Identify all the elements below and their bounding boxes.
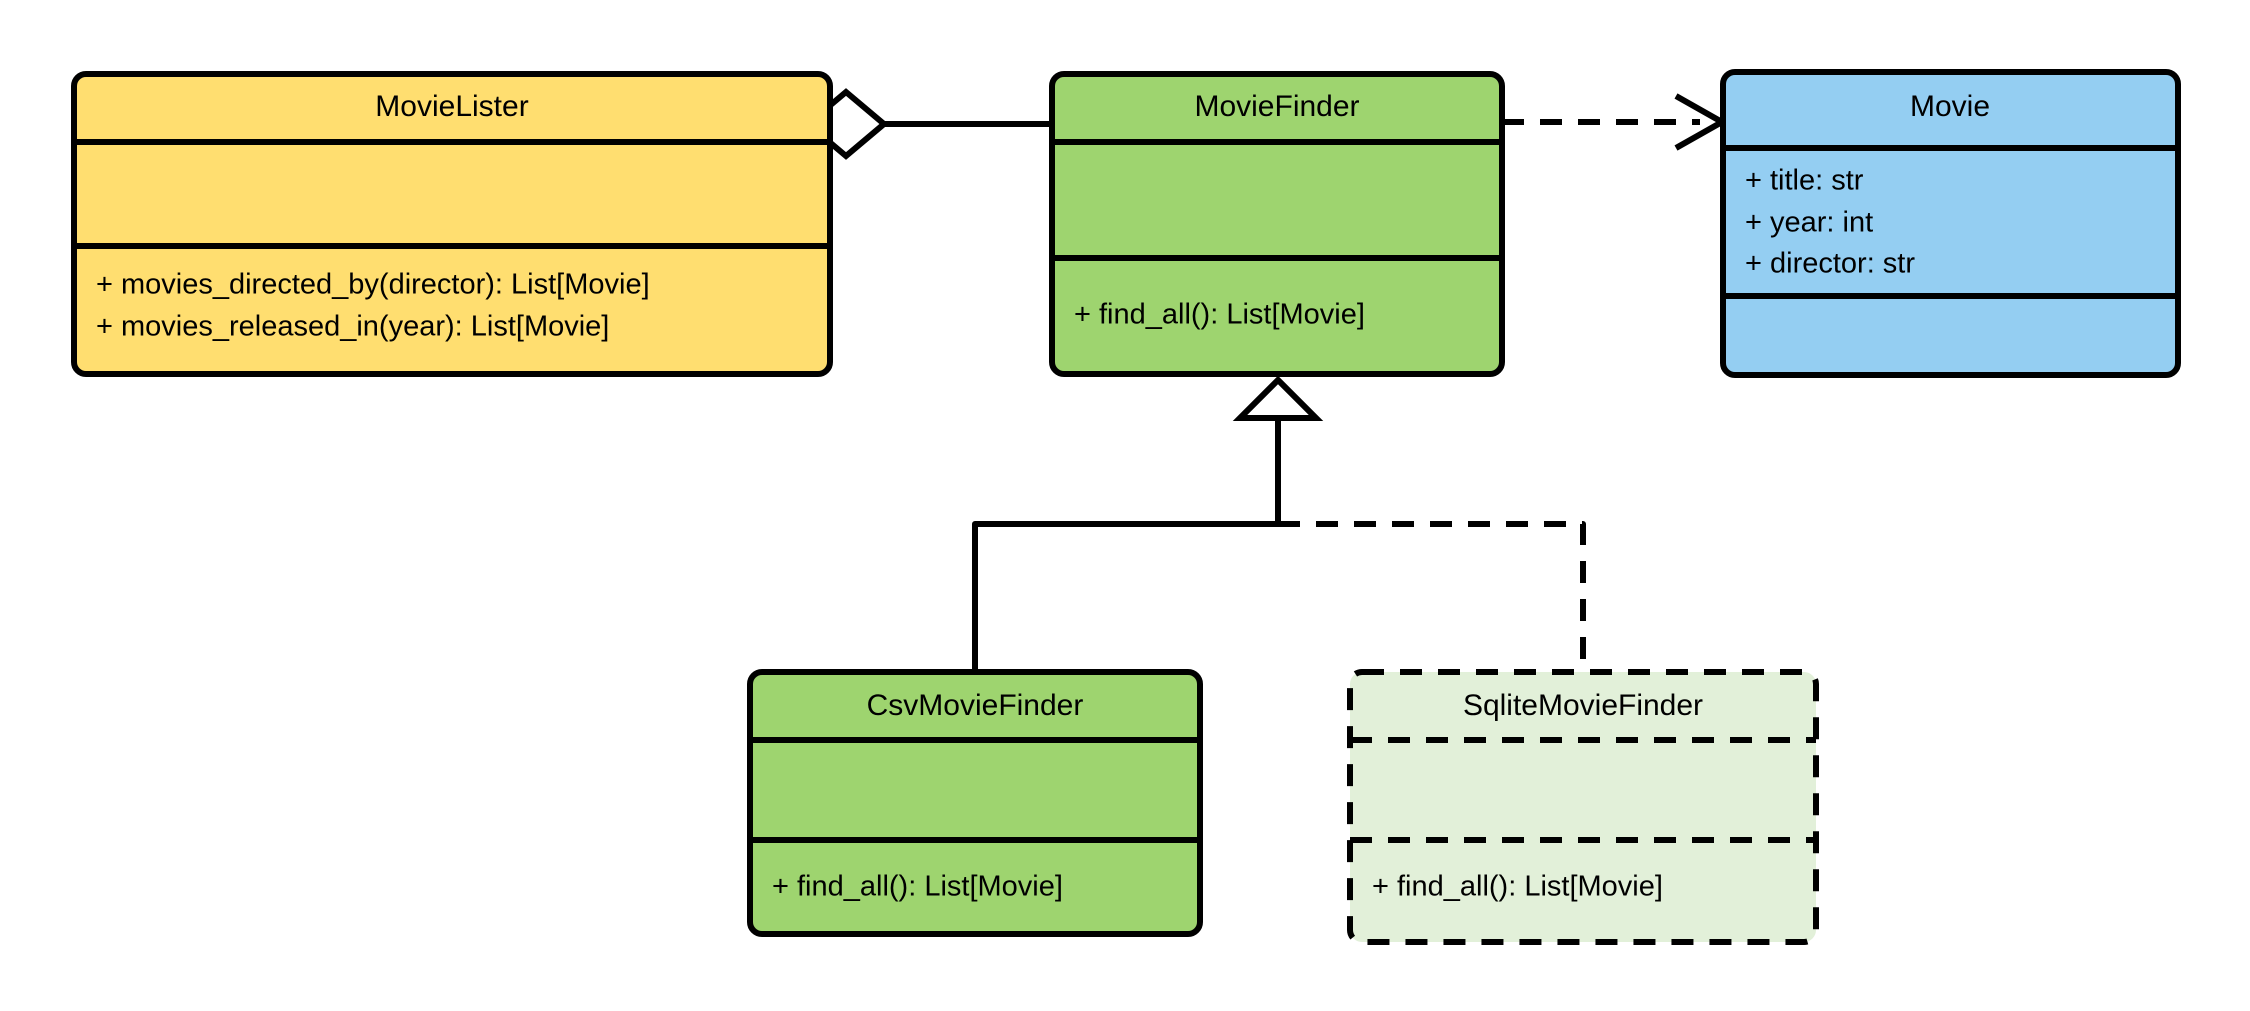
movie-lister-title: MovieLister: [375, 90, 528, 123]
sqlite-movie-finder-method-0: + find_all(): List[Movie]: [1372, 871, 1663, 903]
class-box-movie-finder[interactable]: MovieFinder + find_all(): List[Movie]: [1049, 71, 1505, 377]
hollow-triangle-icon: [1232, 375, 1324, 421]
movie-finder-title: MovieFinder: [1194, 90, 1359, 123]
edge-aggregation-lister-finder[interactable]: [803, 88, 1052, 160]
class-box-csv-movie-finder[interactable]: CsvMovieFinder + find_all(): List[Movie]: [747, 669, 1203, 937]
movie-finder-body: [1049, 71, 1505, 377]
edge-dependency-finder-movie[interactable]: [1502, 93, 1729, 151]
movie-title: Movie: [1910, 90, 1990, 123]
class-box-movie[interactable]: Movie + title: str + year: int + directo…: [1720, 69, 2181, 378]
generalization-line-sqlite: [1278, 521, 1586, 672]
movie-lister-method-0: + movies_directed_by(director): List[Mov…: [96, 269, 650, 301]
generalization-triangle-group: [1232, 375, 1324, 421]
movie-attribute-2: + director: str: [1745, 248, 1915, 280]
movie-attribute-0: + title: str: [1745, 165, 1864, 197]
movie-lister-body: [71, 71, 833, 377]
class-box-sqlite-movie-finder[interactable]: SqliteMovieFinder + find_all(): List[Mov…: [1347, 669, 1819, 945]
movie-attribute-1: + year: int: [1745, 207, 1873, 239]
csv-movie-finder-method-0: + find_all(): List[Movie]: [772, 871, 1063, 903]
edge-generalization-sqlite-finder[interactable]: [1278, 521, 1586, 672]
movie-lister-method-1: + movies_released_in(year): List[Movie]: [96, 311, 609, 343]
csv-movie-finder-title: CsvMovieFinder: [867, 689, 1084, 722]
movie-finder-method-0: + find_all(): List[Movie]: [1074, 299, 1365, 331]
sqlite-movie-finder-title: SqliteMovieFinder: [1463, 689, 1703, 722]
class-box-movie-lister[interactable]: MovieLister + movies_directed_by(directo…: [71, 71, 833, 377]
